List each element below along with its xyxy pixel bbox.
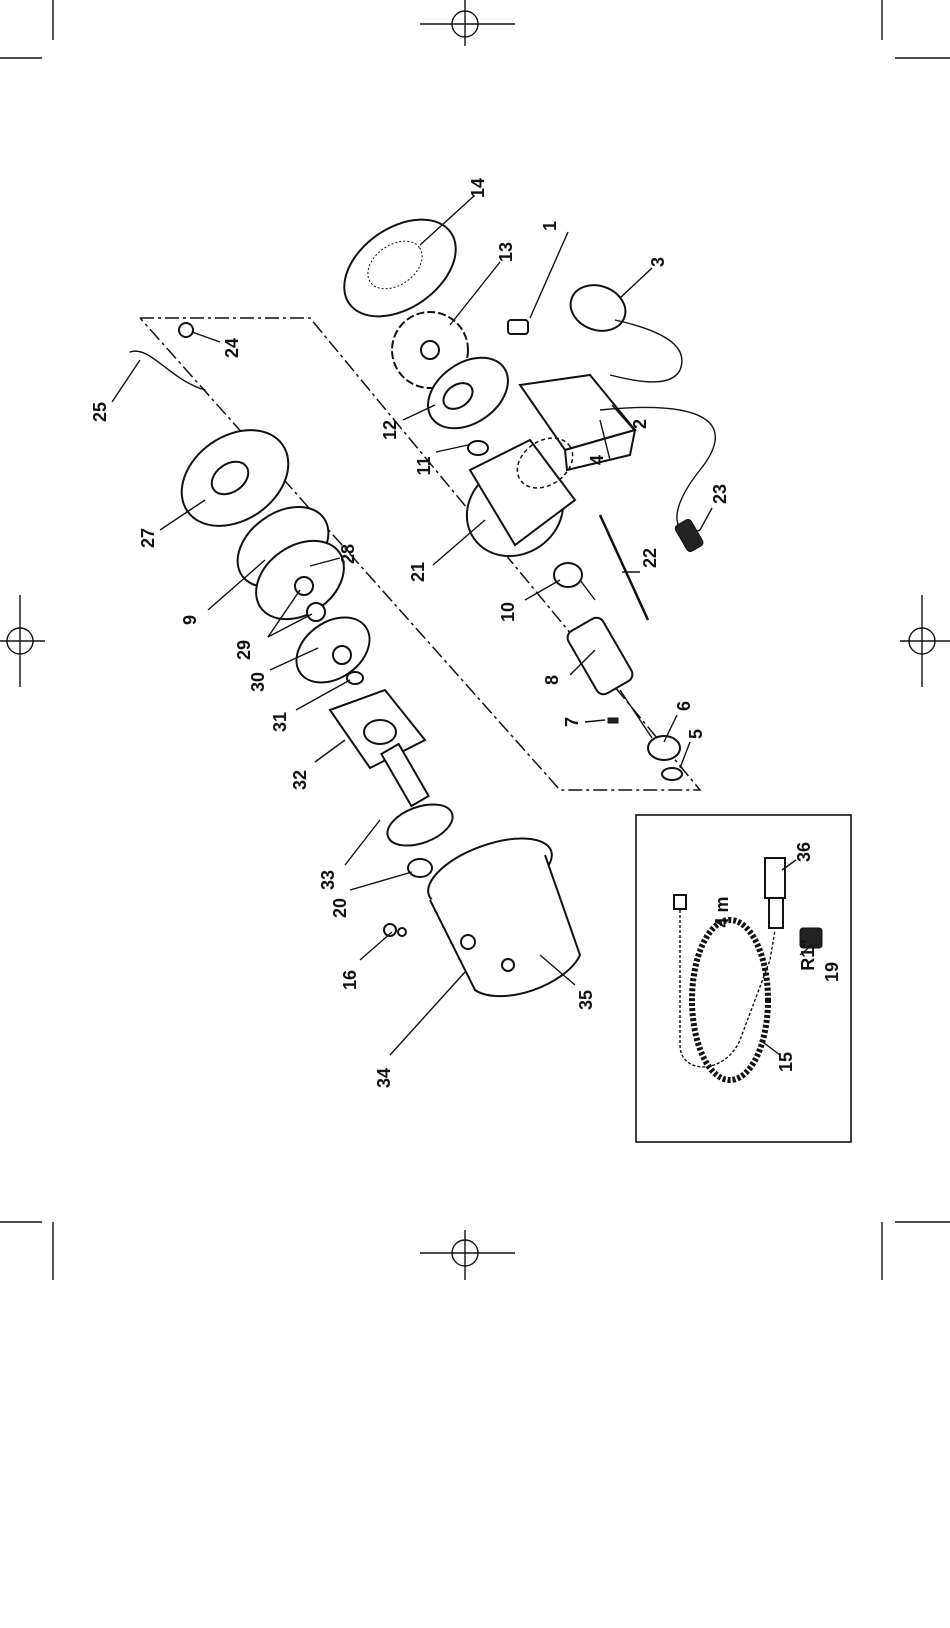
callout-23: 23 bbox=[710, 484, 730, 504]
rotor-shaft bbox=[565, 580, 652, 738]
capacitor bbox=[564, 278, 682, 382]
thread-size-label: R1" bbox=[798, 939, 818, 971]
ball-bearing-6 bbox=[648, 736, 680, 760]
callout-13: 13 bbox=[496, 242, 516, 262]
callout-2: 2 bbox=[630, 419, 650, 429]
callout-20: 20 bbox=[330, 898, 350, 918]
pump-flange bbox=[330, 690, 425, 768]
pump-housing bbox=[419, 824, 580, 996]
filling-pipe bbox=[130, 351, 205, 390]
callout-21: 21 bbox=[408, 562, 428, 582]
callout-11: 11 bbox=[414, 456, 434, 475]
callout-30: 30 bbox=[248, 672, 268, 692]
seal-ring-5 bbox=[662, 768, 682, 780]
callout-24: 24 bbox=[222, 338, 242, 358]
callout-32: 32 bbox=[290, 770, 310, 790]
registration-mark-top bbox=[420, 0, 515, 46]
callout-22: 22 bbox=[640, 548, 660, 568]
callout-19: 19 bbox=[822, 962, 842, 982]
drain-plug bbox=[384, 924, 406, 936]
ball-bearing-10 bbox=[554, 563, 582, 587]
callout-33: 33 bbox=[318, 870, 338, 890]
hose-inset-box bbox=[636, 815, 851, 1142]
switch-part bbox=[508, 320, 528, 334]
fan-cover bbox=[326, 200, 473, 337]
o-ring-20 bbox=[408, 859, 432, 877]
registration-mark-bottom bbox=[420, 1230, 515, 1280]
hex-nut-b bbox=[307, 603, 325, 621]
callout-6: 6 bbox=[674, 701, 694, 711]
callout-29: 29 bbox=[234, 640, 254, 660]
callout-31: 31 bbox=[270, 712, 290, 732]
callout-8: 8 bbox=[542, 675, 562, 685]
o-ring-11 bbox=[468, 441, 488, 455]
registration-mark-right bbox=[900, 595, 950, 687]
callout-16: 16 bbox=[340, 970, 360, 990]
callout-9: 9 bbox=[180, 615, 200, 625]
callout-15: 15 bbox=[776, 1052, 796, 1072]
callout-25: 25 bbox=[90, 402, 110, 422]
registration-mark-left bbox=[0, 595, 45, 687]
foot-valve bbox=[765, 858, 785, 928]
hose-length-label: 4 m bbox=[712, 896, 732, 927]
callout-10: 10 bbox=[498, 602, 518, 622]
callout-7: 7 bbox=[562, 717, 582, 727]
ejector bbox=[381, 744, 458, 854]
callout-35: 35 bbox=[576, 990, 596, 1010]
callout-5: 5 bbox=[686, 729, 706, 739]
filling-screw bbox=[179, 323, 193, 337]
callout-14: 14 bbox=[468, 178, 488, 198]
callout-12: 12 bbox=[380, 420, 400, 440]
callout-36: 36 bbox=[794, 842, 814, 862]
callout-27: 27 bbox=[138, 528, 158, 548]
mechanical-seal bbox=[347, 672, 363, 684]
callout-3: 3 bbox=[648, 257, 668, 267]
callout-34: 34 bbox=[374, 1068, 394, 1088]
callout-1: 1 bbox=[540, 221, 560, 231]
callout-4: 4 bbox=[587, 455, 607, 465]
callout-28: 28 bbox=[338, 544, 358, 564]
shaft-key bbox=[608, 718, 618, 723]
